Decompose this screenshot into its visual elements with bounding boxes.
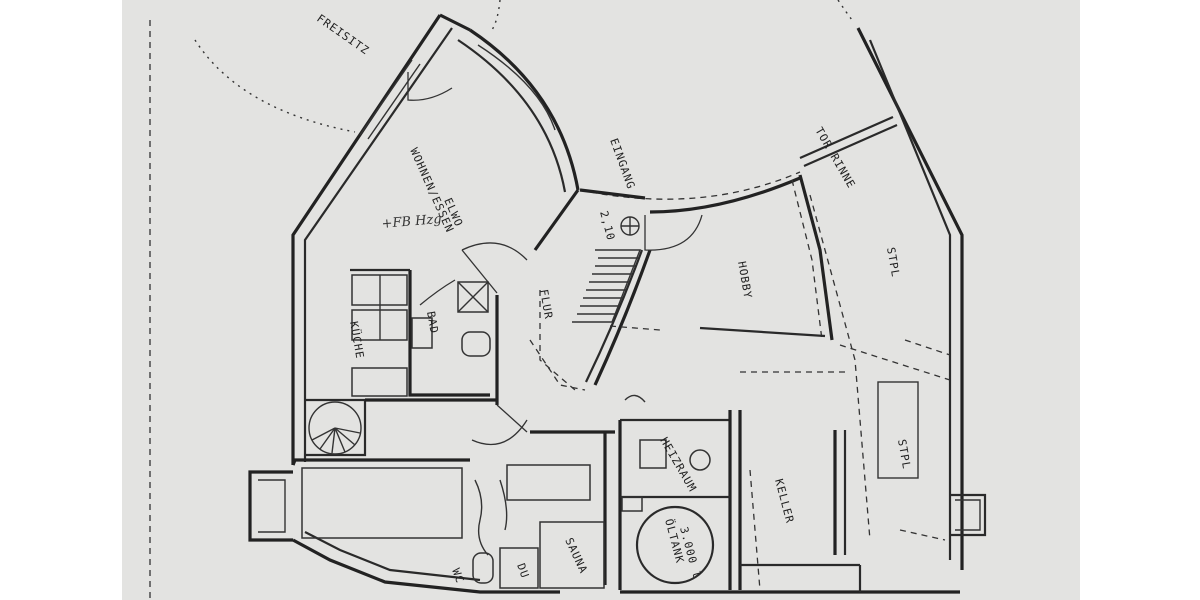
bad-shower bbox=[457, 281, 489, 313]
spiral-stair-step bbox=[331, 427, 336, 454]
spiral-stair-step bbox=[334, 427, 356, 446]
label-heizraum: HEIZRAUM bbox=[657, 435, 699, 494]
lower-room-bed bbox=[301, 467, 463, 539]
wall-entrance-top bbox=[579, 188, 646, 200]
top-right-dotted-arc bbox=[837, 0, 853, 21]
wall-kueche-bottom bbox=[305, 398, 367, 457]
window-left-2 bbox=[367, 63, 421, 140]
wall-wohnen-flur bbox=[533, 189, 580, 251]
label-keller: KELLER bbox=[772, 477, 796, 525]
entrance-canopy-curve bbox=[579, 171, 801, 200]
spiral-stair-circle bbox=[308, 401, 362, 455]
tor-rinne-line-2 bbox=[803, 123, 898, 168]
handwritten-scribble bbox=[474, 479, 489, 556]
du-shower bbox=[499, 547, 539, 589]
door-wohnen-leaf bbox=[461, 249, 498, 294]
right-bay-inner bbox=[955, 499, 981, 531]
heizraum-box bbox=[621, 496, 643, 512]
freisitz-arc bbox=[194, 39, 356, 133]
sauna-cabin bbox=[539, 521, 605, 589]
door-flur-bottom-leaf bbox=[496, 404, 528, 433]
left-bay-inner bbox=[258, 479, 286, 533]
window-left-1 bbox=[359, 59, 413, 136]
label-wc: WC bbox=[449, 567, 466, 586]
label-door-height: 2,10 bbox=[597, 209, 617, 242]
curved-wall-wohnen-inner bbox=[457, 39, 567, 193]
label-sauna: SAUNA bbox=[562, 536, 590, 576]
wall-hobby-stpl bbox=[798, 174, 834, 341]
door-flur-bottom bbox=[471, 419, 528, 446]
hobby-dashed-line bbox=[609, 325, 661, 331]
outer-wall-right-inner bbox=[868, 39, 952, 560]
glazing-curve bbox=[477, 44, 556, 131]
label-kueche: KÜCHE bbox=[347, 320, 366, 360]
door-entrance bbox=[644, 214, 703, 251]
wall-middle-horizontal bbox=[291, 458, 470, 466]
outer-wall-left bbox=[291, 14, 442, 465]
label-du: DU bbox=[514, 562, 531, 581]
stair-curved-wall-inner bbox=[585, 249, 644, 383]
right-bay bbox=[950, 493, 987, 537]
outer-wall-left-inner bbox=[303, 27, 453, 462]
dashed-keller-left bbox=[749, 469, 761, 591]
wall-hobby-stpl-dashed bbox=[791, 179, 823, 341]
spiral-stair-step bbox=[334, 427, 361, 434]
outer-wall-top bbox=[439, 13, 471, 32]
label-flur: FLUR bbox=[537, 288, 555, 320]
outer-wall-bottom-left-inner bbox=[304, 531, 481, 582]
freisitz-arc-upper bbox=[491, 0, 501, 31]
handwritten-scribble bbox=[624, 394, 646, 403]
dashed-stpl-bottom bbox=[899, 529, 946, 541]
kitchen-counter bbox=[351, 367, 408, 397]
bad-shower-diagonal bbox=[457, 281, 489, 313]
label-hobby: HOBBY bbox=[735, 260, 754, 300]
door-freisitz bbox=[407, 72, 453, 101]
dashed-diagonal-stpl-2 bbox=[904, 339, 951, 356]
spiral-stair bbox=[308, 401, 362, 455]
label-bad: BAD bbox=[424, 310, 441, 335]
spiral-stair-step bbox=[311, 427, 336, 441]
sauna-bench bbox=[506, 464, 591, 501]
outer-wall-right bbox=[856, 27, 964, 570]
tor-rinne-line-1 bbox=[799, 115, 894, 160]
dashed-outline-flur-2 bbox=[539, 290, 576, 391]
label-stpl-bottom: STPL bbox=[895, 438, 913, 470]
hobby-shelf-line bbox=[699, 326, 826, 338]
handwritten-fb-note: +FB Hzg bbox=[381, 212, 442, 232]
wc-toilet bbox=[472, 552, 494, 584]
entrance-wall-curve bbox=[649, 176, 801, 214]
bad-sink bbox=[411, 317, 433, 349]
staircase bbox=[572, 249, 642, 323]
blueprint-paper bbox=[122, 0, 1080, 600]
staircase-outline bbox=[572, 249, 642, 323]
dashed-stpl-outline bbox=[809, 194, 871, 541]
door-bad bbox=[419, 279, 456, 306]
spiral-stair-step bbox=[334, 427, 346, 453]
dashed-diagonal-stpl bbox=[839, 344, 951, 381]
bad-toilet bbox=[461, 331, 491, 357]
stair-curved-wall bbox=[593, 249, 652, 386]
dashed-outline-flur bbox=[529, 339, 586, 391]
heizraum-tank-small bbox=[689, 449, 711, 471]
handwritten-scribble bbox=[499, 479, 508, 531]
door-wohnen bbox=[461, 242, 528, 261]
label-eingang: EINGANG bbox=[607, 137, 637, 192]
oeltank-circle bbox=[635, 505, 715, 585]
label-freisitz: FREISITZ bbox=[314, 12, 371, 58]
wall-bad bbox=[408, 270, 490, 397]
outer-wall-bottom-left bbox=[292, 538, 560, 594]
spiral-stair-step bbox=[319, 427, 336, 450]
heizraum-boiler bbox=[639, 439, 667, 469]
curved-wall-wohnen bbox=[469, 28, 580, 191]
stpl-marked-area bbox=[877, 381, 919, 479]
left-bay bbox=[248, 470, 293, 542]
label-stpl-top: STPL bbox=[884, 246, 902, 278]
